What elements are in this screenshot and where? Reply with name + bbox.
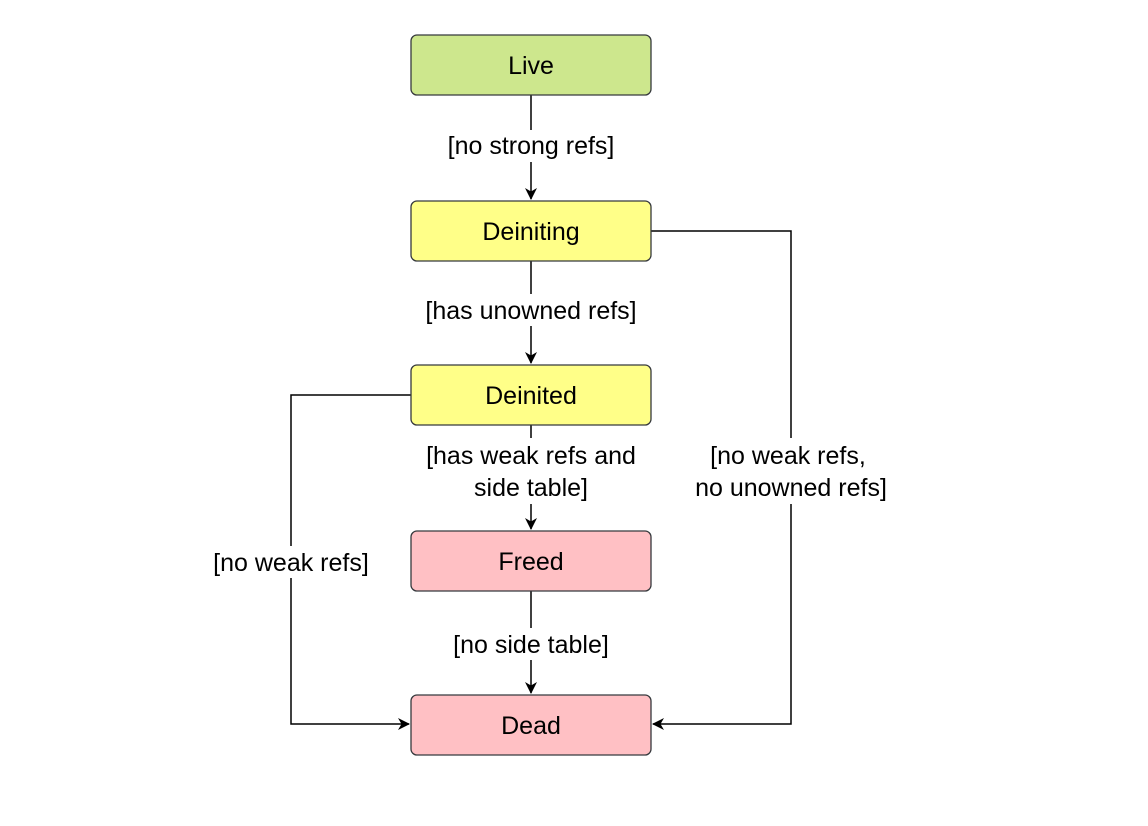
state-label: Deinited xyxy=(485,382,577,410)
edge-label-line: [no side table] xyxy=(453,631,609,659)
edge-label-line: [no weak refs] xyxy=(213,549,369,577)
edge-label-no-side-table: [no side table] xyxy=(439,628,623,660)
state-label: Freed xyxy=(498,548,563,576)
state-label: Live xyxy=(508,52,554,80)
state-box xyxy=(410,200,652,262)
state-box xyxy=(410,364,652,426)
edge-label-line: [has weak refs and xyxy=(426,442,636,470)
edge-label-has-weak-refs-and-side-table: [has weak refs and side table] xyxy=(409,438,653,504)
edge-label-has-unowned-refs: [has unowned refs] xyxy=(412,294,650,326)
edge-label-line: [no weak refs, xyxy=(710,442,866,470)
edge-label-line: [no strong refs] xyxy=(448,132,615,160)
state-node-dead: Dead xyxy=(410,694,652,756)
state-node-deiniting: Deiniting xyxy=(410,200,652,262)
state-label: Deiniting xyxy=(482,218,579,246)
edge-label-no-strong-refs: [no strong refs] xyxy=(434,130,628,162)
edge-label-no-weak-no-unowned-refs: [no weak refs, no unowned refs] xyxy=(679,438,903,504)
edge-label-line: [has unowned refs] xyxy=(425,297,636,325)
edge-label-no-weak-refs: [no weak refs] xyxy=(200,546,382,578)
edge-label-line: side table] xyxy=(474,474,588,502)
state-node-deinited: Deinited xyxy=(410,364,652,426)
state-node-live: Live xyxy=(410,34,652,96)
state-box xyxy=(410,34,652,96)
edge-label-line: no unowned refs] xyxy=(695,474,887,502)
state-box xyxy=(410,694,652,756)
state-box xyxy=(410,530,652,592)
state-node-freed: Freed xyxy=(410,530,652,592)
state-label: Dead xyxy=(501,712,561,740)
